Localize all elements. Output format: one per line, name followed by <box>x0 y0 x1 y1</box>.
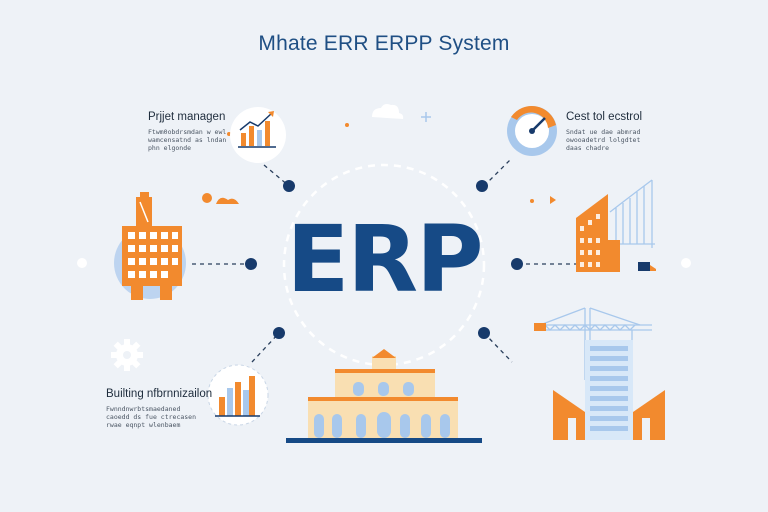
edge-dot-left <box>77 258 87 268</box>
gear-icon <box>111 339 143 371</box>
building-information-label: Builting nfbrnnizailon <box>106 388 213 400</box>
connector-dot-top-right <box>476 180 488 192</box>
bar-chart-icon <box>207 364 269 426</box>
connector-dot-right <box>511 258 523 270</box>
project-management-description: Ftwm0obdrsmdan w ewl wamcensatnd as lnda… <box>148 128 227 152</box>
connector-dot-top-left <box>283 180 295 192</box>
building-information-description: Fwnndnwrbtsmaedaned caoedd ds fue ctreca… <box>106 405 197 429</box>
cloud-icon <box>372 104 404 119</box>
connector-dots <box>245 180 523 339</box>
project-management-label: Prjjet managen <box>148 111 226 123</box>
connector-dot-bottom-right <box>478 327 490 339</box>
factory-building-icon <box>114 192 186 300</box>
erp-center-label: ERP <box>286 206 483 313</box>
connector-dot-left <box>245 258 257 270</box>
connector-dot-bottom-left <box>273 327 285 339</box>
cost-control-description: Sndat ue dae abmrad owooadetrd lolgdtet … <box>566 128 641 152</box>
gauge-icon <box>507 105 557 156</box>
small-cloud-orange <box>216 197 239 204</box>
edge-dot-right <box>681 258 691 268</box>
construction-building-icon <box>576 179 656 272</box>
cost-control-label: Cest tol ecstrol <box>566 111 643 123</box>
page-title: Mhate ERR ERPP System <box>258 32 510 55</box>
fruit-icon <box>202 193 212 203</box>
crane-tower-icon <box>534 307 665 440</box>
headquarters-building-icon <box>286 349 482 443</box>
growth-chart-icon <box>230 107 286 163</box>
